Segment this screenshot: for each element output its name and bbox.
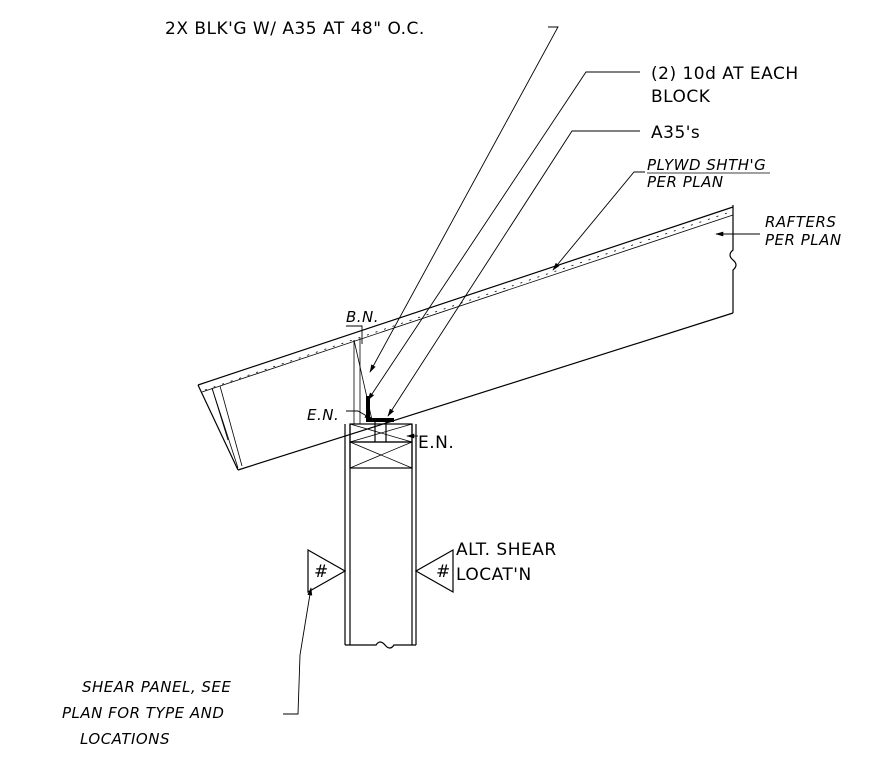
right-shear-marker <box>414 548 454 594</box>
callout-alt-shear-line2: LOCAT'N <box>456 565 532 585</box>
left-shear-marker-symbol: # <box>314 562 329 582</box>
callout-blocking: 2X BLK'G W/ A35 AT 48" O.C. <box>165 19 425 39</box>
callout-en-left: E.N. <box>307 406 339 424</box>
rafter-tail-cross-2 <box>219 385 243 467</box>
sheathing-hatch <box>204 210 734 391</box>
sheathing-bottom-line <box>201 214 734 393</box>
roof-assembly <box>197 205 737 471</box>
callout-shear-panel-line2: PLAN FOR TYPE AND <box>62 704 224 722</box>
callout-a35: A35's <box>651 123 700 143</box>
leader-en-left <box>346 410 373 420</box>
top-plate-upper-x2 <box>349 423 413 443</box>
rafter-tail-cut <box>197 384 239 471</box>
rafter-tail-cross-3 <box>211 387 229 441</box>
left-shear-marker <box>307 548 347 594</box>
callout-shear-panel-line3: LOCATIONS <box>80 730 170 748</box>
callout-bn: B.N. <box>346 308 379 326</box>
wall-break-line <box>345 641 416 649</box>
callout-sheathing-line1: PLYWD SHTH'G <box>647 156 766 174</box>
top-plate-lower-x2 <box>349 441 413 469</box>
leader-blocking <box>369 26 559 373</box>
rafter-break-line <box>729 205 737 313</box>
leader-sheathing <box>552 171 645 271</box>
leader-shear-panel <box>283 587 313 715</box>
callout-nails-line1: (2) 10d AT EACH <box>651 64 799 84</box>
left-shear-triangle <box>307 548 347 594</box>
callout-en-right: E.N. <box>418 433 454 453</box>
callout-shear-panel-line1: SHEAR PANEL, SEE <box>82 678 231 696</box>
leader-nails <box>367 71 640 401</box>
rafter-bottom-line <box>237 312 734 471</box>
right-shear-marker-symbol: # <box>436 562 451 582</box>
right-shear-triangle <box>414 548 454 594</box>
callout-rafters-line2: PER PLAN <box>765 231 842 249</box>
a35-clip <box>366 396 394 422</box>
wall-assembly <box>344 418 417 649</box>
callout-alt-shear-line1: ALT. SHEAR <box>456 540 557 560</box>
callout-rafters-line1: RAFTERS <box>765 213 836 231</box>
leader-bn <box>346 325 363 344</box>
leader-a35 <box>387 130 640 417</box>
callout-nails-line2: BLOCK <box>651 87 711 107</box>
callout-sheathing-line2: PER PLAN <box>647 173 724 191</box>
